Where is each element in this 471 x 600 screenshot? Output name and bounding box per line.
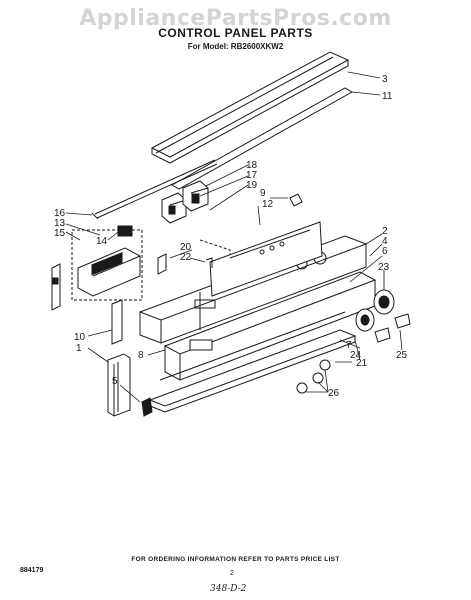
callout-10: 10: [74, 332, 86, 343]
callout-4: 4: [382, 236, 388, 247]
callout-11: 11: [382, 91, 393, 102]
callout-12: 12: [262, 199, 274, 210]
callout-20: 20: [180, 242, 192, 253]
ordering-note: FOR ORDERING INFORMATION REFER TO PARTS …: [131, 556, 340, 563]
long-rod: [91, 159, 218, 220]
callout-14: 14: [96, 236, 108, 247]
grommet: [296, 359, 331, 394]
callout-17: 17: [246, 170, 258, 181]
callout-16: 16: [54, 208, 66, 219]
switch-block: [161, 180, 209, 224]
end-cap: [107, 353, 131, 417]
callout-24: 24: [350, 350, 362, 361]
model-subtitle: For Model: RB2600XKW2: [187, 42, 284, 51]
callout-26: 26: [328, 388, 340, 399]
page-title: CONTROL PANEL PARTS: [158, 26, 313, 40]
callout-9: 9: [260, 188, 266, 199]
callout-18: 18: [246, 160, 258, 171]
callout-19: 19: [246, 180, 258, 191]
callout-2: 2: [382, 226, 388, 237]
callout-21: 21: [356, 358, 368, 369]
callout-23: 23: [378, 262, 390, 273]
clock-module: [77, 225, 141, 297]
callout-13: 13: [54, 218, 66, 229]
top-trim-strip: [150, 51, 350, 164]
screw: [205, 257, 213, 268]
small-clip: [157, 253, 167, 275]
watermark: AppliancePartsPros.com: [79, 6, 392, 31]
callout-15: 15: [54, 228, 66, 239]
callout-25: 25: [396, 350, 408, 361]
handwritten-note: 348-D-2: [210, 584, 247, 594]
callout-5: 5: [112, 376, 118, 387]
fastener: [289, 193, 303, 207]
side-bracket: [51, 263, 61, 311]
callout-8: 8: [138, 350, 144, 361]
rear-panel: [209, 221, 323, 297]
callout-1: 1: [76, 343, 82, 354]
small-bracket: [111, 299, 123, 345]
callout-22: 22: [180, 252, 192, 263]
callout-3: 3: [382, 74, 388, 85]
control-knob: [355, 289, 411, 343]
callout-6: 6: [382, 246, 388, 257]
panel-clip: [141, 397, 153, 417]
callout-7: 7: [346, 340, 352, 351]
document-number: 884179: [20, 567, 44, 574]
page-number: 2: [230, 570, 234, 577]
